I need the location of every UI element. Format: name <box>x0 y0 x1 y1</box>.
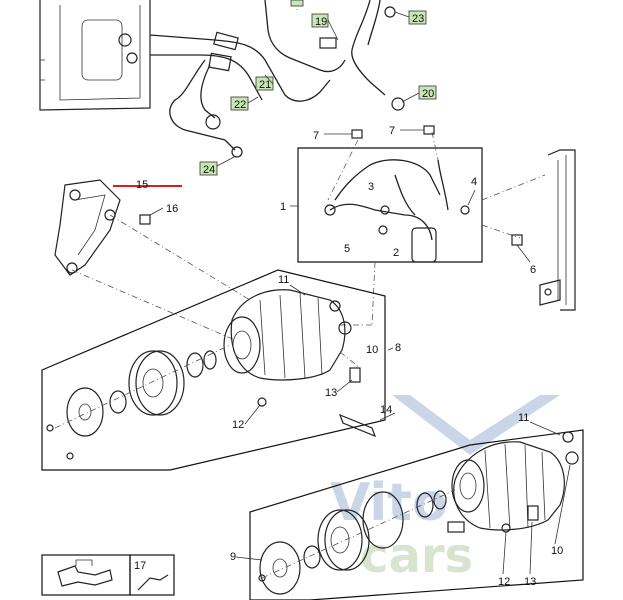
bolt-6 <box>511 234 531 263</box>
callout-10-lower: 10 <box>551 545 563 557</box>
callout-20: 20 <box>418 85 437 100</box>
callout-5: 5 <box>344 243 350 255</box>
watermark-v-logo <box>392 395 560 455</box>
compressor-body <box>223 289 361 407</box>
callout-15: 15 <box>136 179 148 191</box>
callout-12-upper: 12 <box>232 419 244 431</box>
clutch-pulley-lower <box>317 490 465 571</box>
bolt-7-left <box>324 129 363 139</box>
tool-box-17 <box>129 554 175 596</box>
svg-text:22: 22 <box>234 99 246 111</box>
clutch-plate-lower <box>258 541 321 595</box>
callout-3: 3 <box>368 181 374 193</box>
callout-14: 14 <box>380 404 392 416</box>
svg-text:19: 19 <box>315 16 327 28</box>
callout-13-upper: 13 <box>325 387 337 399</box>
compressor-bracket <box>54 179 121 276</box>
hvac-module <box>39 0 151 111</box>
callout-4: 4 <box>471 176 477 188</box>
svg-text:20: 20 <box>422 88 434 100</box>
watermark-line2: cars <box>360 528 473 584</box>
callout-6: 6 <box>530 264 536 276</box>
svg-text:24: 24 <box>203 164 215 176</box>
clutch-pulley-upper <box>128 350 217 416</box>
callout-24: 24 <box>199 161 218 176</box>
callout-1: 1 <box>280 201 286 213</box>
callout-16: 16 <box>166 203 178 215</box>
callout-21: 21 <box>255 76 274 91</box>
compressor-frame <box>41 269 386 471</box>
condenser <box>539 149 576 311</box>
compressor-body-lower <box>451 431 579 533</box>
callout-11-upper: 11 <box>278 274 289 286</box>
callout-22: 22 <box>230 96 249 111</box>
bolt-14 <box>338 412 396 438</box>
callout-19: 19 <box>311 13 329 28</box>
callout-7-right: 7 <box>389 125 395 137</box>
svg-text:23: 23 <box>412 13 424 25</box>
callout-11-lower: 11 <box>518 412 529 424</box>
note-box <box>41 554 131 596</box>
bolt-16 <box>139 207 164 225</box>
callout-13-lower: 13 <box>524 576 536 588</box>
callout-17: 17 <box>134 560 146 572</box>
callout-23: 23 <box>408 10 427 25</box>
callout-2: 2 <box>393 247 399 259</box>
callout-10-upper: 10 <box>366 344 378 356</box>
hose-assembly-frame <box>297 147 483 263</box>
callout-9: 9 <box>230 551 236 563</box>
compressor-frame-lower <box>249 429 584 600</box>
bolt-7-right <box>400 125 435 135</box>
refrigerant-hoses-top <box>149 0 405 158</box>
watermark: Vito cars <box>330 395 560 584</box>
callout-12-lower: 12 <box>498 576 510 588</box>
watermark-line1: Vito <box>330 473 448 533</box>
callout-8: 8 <box>395 342 401 354</box>
callout-7-left: 7 <box>313 130 319 142</box>
svg-text:21: 21 <box>259 79 271 91</box>
clutch-plate-upper <box>46 387 127 460</box>
callout-box-top <box>290 0 304 7</box>
